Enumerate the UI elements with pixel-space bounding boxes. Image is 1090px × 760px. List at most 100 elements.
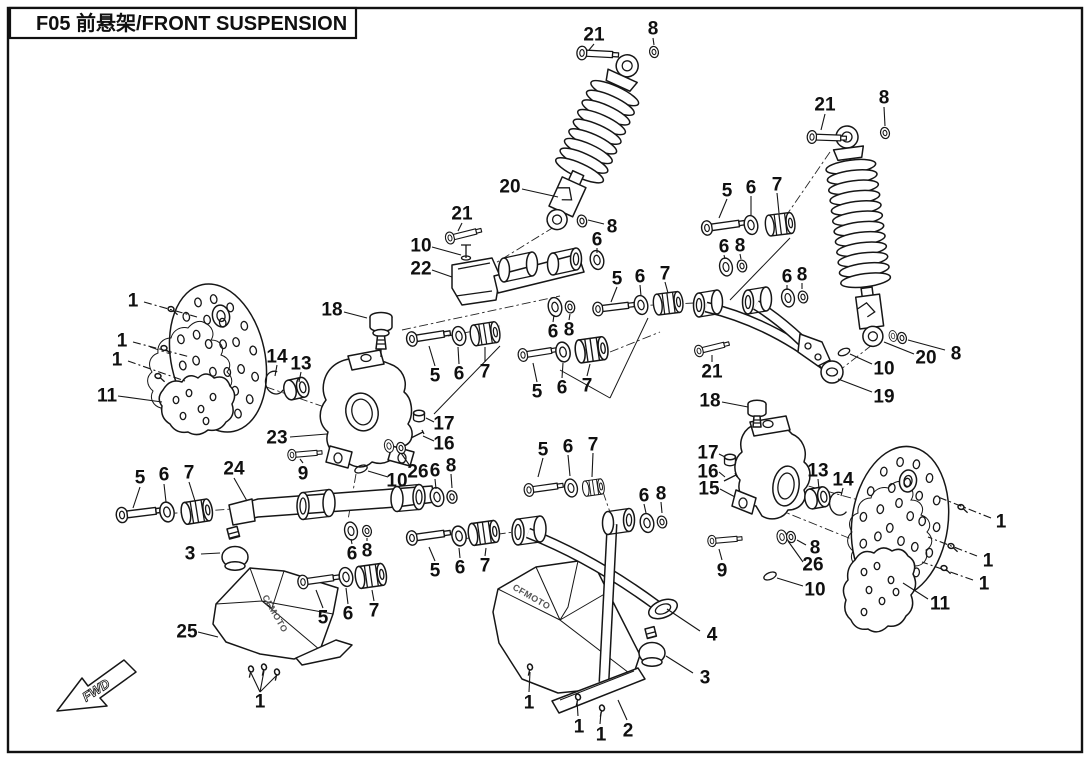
callout-number: 1: [524, 693, 535, 714]
disc-hole: [887, 482, 896, 494]
callout-number: 1: [112, 350, 123, 371]
callout-number: 8: [564, 320, 575, 341]
callout-leader: [883, 106, 886, 127]
callout-number: 8: [735, 236, 746, 257]
disc-hole: [859, 511, 868, 522]
callout-number: 5: [135, 468, 146, 489]
callout-leader: [907, 339, 946, 351]
disc-hole: [876, 504, 885, 515]
callout-number: 19: [873, 387, 894, 408]
callout-number: 5: [722, 181, 733, 202]
callout-number: 22: [410, 259, 431, 280]
callout-leader: [428, 546, 436, 562]
callout-leader: [921, 561, 974, 581]
callout-leader: [719, 488, 736, 498]
callout-number: 6: [719, 237, 730, 258]
callout-number: 21: [701, 362, 723, 383]
oring-10: [763, 571, 777, 581]
callout-leader: [132, 486, 141, 509]
callout-number: 16: [433, 434, 454, 455]
callout-number: 7: [582, 376, 593, 397]
callout-number: 6: [347, 544, 358, 565]
disc-hole: [182, 311, 191, 322]
callout-number: 25: [176, 622, 198, 643]
callout-number: 1: [128, 291, 139, 312]
upper-control-arm-right: [692, 286, 844, 384]
callout-number: 8: [951, 344, 962, 365]
callout-leader: [552, 314, 555, 323]
disc-hole: [897, 535, 905, 547]
callout-leader: [450, 473, 453, 489]
callout-number: 1: [979, 574, 990, 595]
callout-number: 1: [117, 331, 128, 352]
shock-absorber-left: [546, 54, 640, 231]
callout-number: 7: [369, 601, 380, 622]
callout-leader: [250, 672, 261, 693]
steering-knuckle-right: [731, 415, 811, 520]
callout-leader: [537, 457, 544, 478]
callout-leader: [776, 192, 780, 214]
callout-leader: [796, 539, 807, 546]
fwd-arrow: FWD: [56, 659, 137, 712]
callout-leader: [837, 378, 873, 393]
disc-hole: [879, 466, 888, 477]
callout-number: 6: [454, 364, 465, 385]
callout-number: 6: [343, 604, 354, 625]
callout-number: 10: [410, 236, 431, 257]
callout-leader: [345, 587, 349, 605]
callout-leader: [367, 470, 389, 478]
callout-leader: [259, 674, 278, 693]
disc-hole: [866, 486, 875, 497]
callout-leader: [458, 547, 461, 559]
callout-number: 6: [639, 486, 650, 507]
callout-number: 23: [266, 428, 287, 449]
callout-number: 8: [797, 265, 808, 286]
disc-hole: [194, 297, 202, 308]
callout-leader: [883, 341, 915, 355]
callout-leader: [298, 371, 302, 383]
callout-leader: [117, 395, 163, 403]
lower-control-arm-right: [511, 507, 679, 714]
callout-number: 8: [879, 88, 890, 109]
callout-number: 3: [700, 668, 711, 689]
callout-number: 21: [583, 25, 605, 46]
disc-hole: [932, 522, 941, 533]
callout-leader: [652, 37, 655, 46]
callout-leader: [431, 269, 453, 278]
callout-leader: [665, 655, 694, 674]
oring-10: [837, 347, 851, 357]
callout-leader: [721, 401, 749, 408]
callout-leader: [776, 577, 804, 587]
callout-leader: [350, 538, 353, 545]
disc-hole: [204, 338, 213, 350]
callout-number: 8: [446, 456, 457, 477]
callout-leader: [561, 362, 564, 379]
callout-number: 6: [430, 461, 441, 482]
callout-leader: [425, 417, 435, 423]
callout-number: 10: [873, 359, 894, 380]
upper-control-arm-left: [451, 244, 585, 306]
diagram-title-box: [8, 6, 358, 40]
callout-leader: [532, 362, 538, 383]
callout-number: 14: [832, 470, 854, 491]
callout-number: 6: [557, 378, 568, 399]
callout-leader: [132, 341, 191, 358]
callout-leader: [457, 222, 463, 232]
callout-number: 1: [596, 725, 607, 746]
callout-number: 2: [623, 721, 634, 742]
disc-hole: [249, 345, 258, 356]
disc-hole: [251, 371, 260, 382]
callout-number: 5: [430, 366, 441, 387]
bushing-7: [179, 497, 215, 526]
callout-leader: [718, 198, 728, 219]
callout-leader: [457, 346, 460, 365]
callout-leader: [817, 478, 820, 490]
callout-leader: [528, 671, 531, 693]
disc-hole: [192, 355, 201, 366]
callout-number: 5: [612, 269, 623, 290]
disc-hole: [209, 294, 218, 305]
disc-hole: [192, 329, 201, 340]
callout-number: 5: [318, 608, 329, 629]
callout-number: 1: [996, 512, 1007, 533]
oring-10: [354, 464, 368, 474]
